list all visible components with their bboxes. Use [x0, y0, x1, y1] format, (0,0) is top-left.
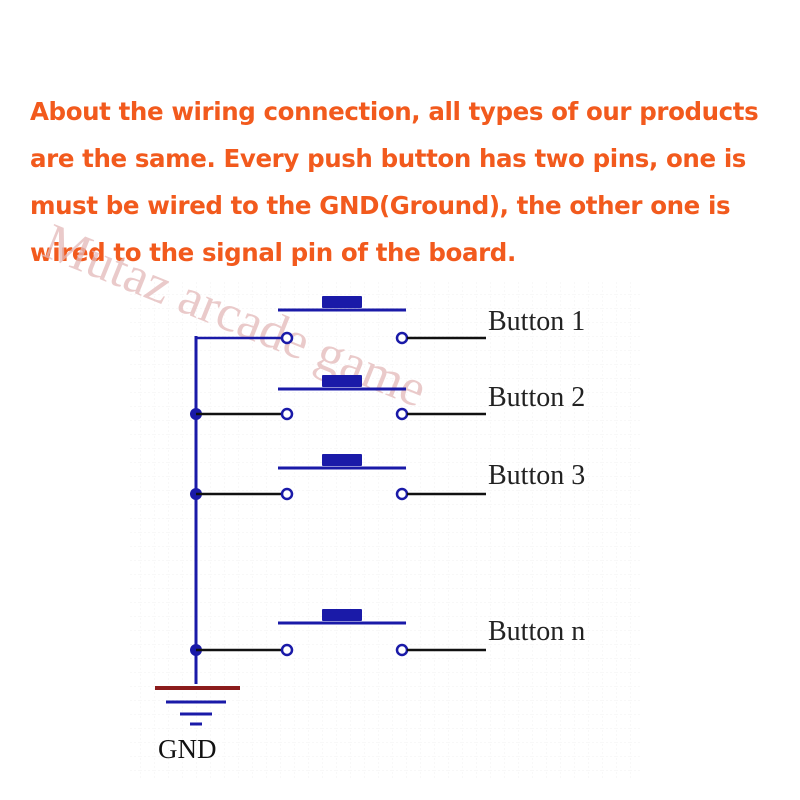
label-button-2: Button 2	[488, 382, 585, 413]
push-button-2	[196, 375, 486, 421]
push-button-n	[196, 609, 486, 657]
push-button-1	[278, 296, 486, 345]
label-button-1: Button 1	[488, 306, 585, 337]
intro-line-1: About the wiring connection, all types o…	[30, 97, 759, 126]
ground-symbol-icon	[155, 686, 240, 726]
intro-line-4: wired to the signal pin of the board.	[30, 238, 516, 267]
ground-label: GND	[158, 734, 217, 764]
push-button-3	[196, 454, 486, 501]
label-button-3: Button 3	[488, 460, 585, 491]
intro-text: About the wiring connection, all types o…	[30, 88, 780, 276]
label-button-n: Button n	[488, 616, 585, 647]
intro-line-2: are the same. Every push button has two …	[30, 144, 746, 173]
intro-line-3: must be wired to the GND(Ground), the ot…	[30, 191, 731, 220]
background-grid	[128, 282, 640, 778]
